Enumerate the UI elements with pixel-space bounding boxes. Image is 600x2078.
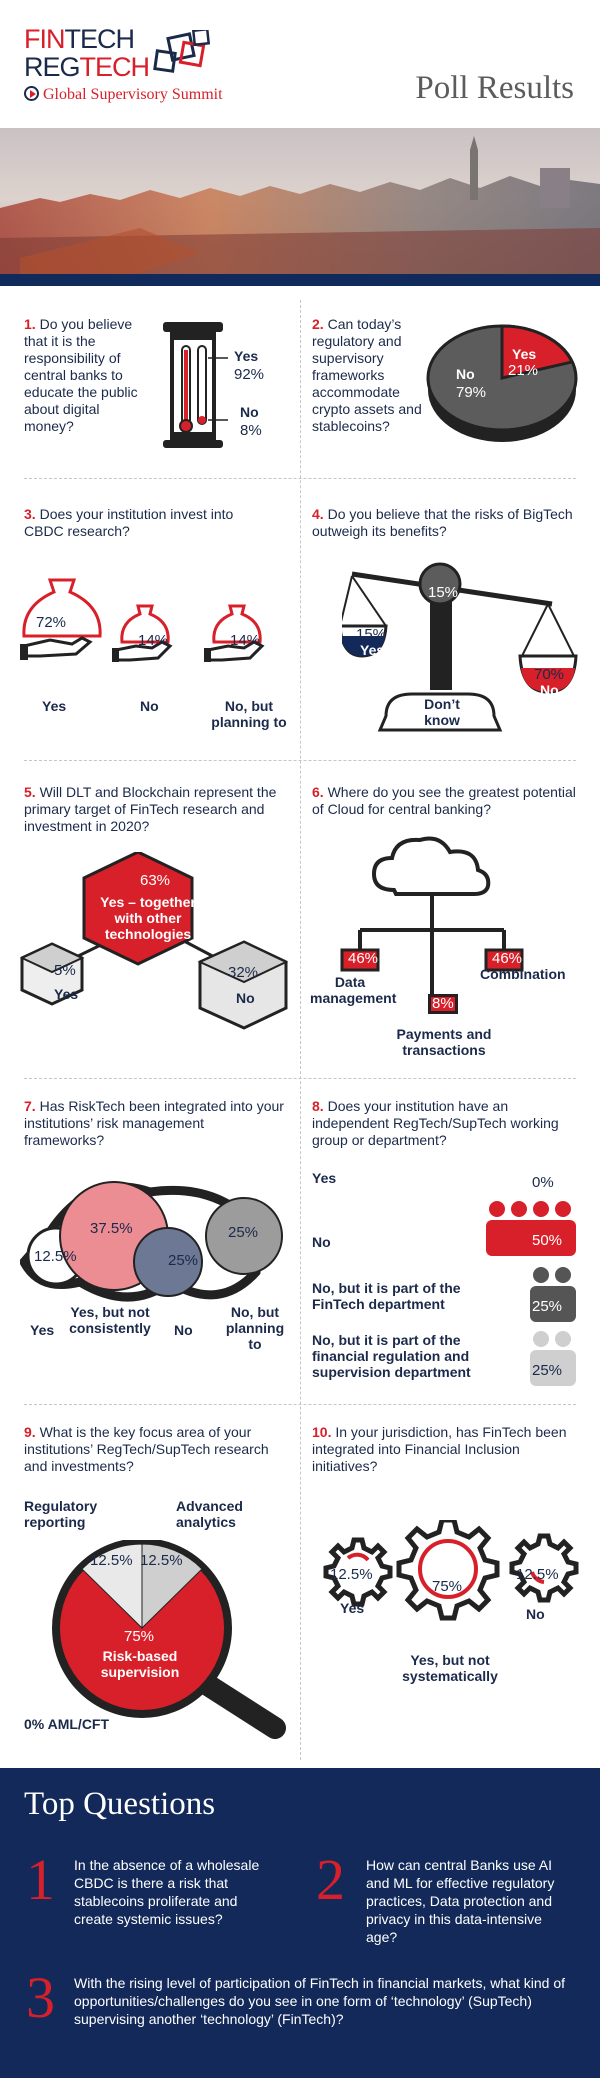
payments-marker [428, 994, 458, 1014]
logo-fintech: FINTECH [24, 24, 135, 54]
top-question-number: 2 [316, 1847, 345, 1912]
thermometer-icon [163, 322, 228, 448]
question-1: 1. Do you believe that it is the respons… [0, 300, 300, 470]
gears-icon [323, 1520, 579, 1621]
magnifier-pie-icon [52, 1540, 286, 1739]
question-7: 7. Has RiskTech been integrated into you… [0, 1090, 300, 1400]
top-questions-title: Top Questions [24, 1786, 216, 1822]
column-divider [300, 300, 301, 1760]
summit-subtitle: Global Supervisory Summit [24, 86, 223, 104]
people-icon-dark [530, 1267, 576, 1322]
top-question-text: How can central Banks use AI and ML for … [366, 1857, 555, 1945]
header: FINTECH REGTECH Global Supervisory Summi… [0, 0, 600, 128]
page-title: Poll Results [415, 70, 574, 106]
logo-regtech: REGTECH [24, 52, 150, 82]
logo-squares-icon [153, 30, 211, 73]
question-5: 5. Will DLT and Blockchain represent the… [0, 772, 300, 1072]
top-question-number: 3 [26, 1965, 55, 2030]
question-9: 9. What is the key focus area of your in… [0, 1416, 300, 1756]
money-bags-icon [20, 578, 265, 662]
question-2: 2. Can today’s regulatory and supervisor… [300, 300, 600, 470]
venn-circles-icon [20, 1181, 283, 1302]
question-3: 3. Does your institution invest into CBD… [0, 490, 300, 750]
question-8: 8. Does your institution have an indepen… [300, 1090, 600, 1400]
pie-chart-icon [426, 324, 578, 442]
top-questions-section: Top Questions 1 In the absence of a whol… [0, 1768, 600, 2078]
top-question-text: In the absence of a wholesale CBDC is th… [74, 1857, 260, 1927]
top-question-text: With the rising level of participation o… [74, 1975, 566, 2027]
question-6: 6. Where do you see the greatest potenti… [300, 772, 600, 1072]
top-question-number: 1 [26, 1847, 55, 1912]
cubes-icon [20, 852, 289, 1030]
play-circle-icon [24, 86, 39, 101]
cloud-network-icon [340, 836, 524, 1004]
question-4: 4. Do you believe that the risks of BigT… [300, 490, 600, 750]
balance-scale-icon [342, 562, 578, 732]
people-icon-red [486, 1201, 576, 1256]
people-icon-light [530, 1331, 576, 1386]
city-banner-image [0, 128, 600, 286]
question-10: 10. In your jurisdiction, has FinTech be… [300, 1416, 600, 1756]
